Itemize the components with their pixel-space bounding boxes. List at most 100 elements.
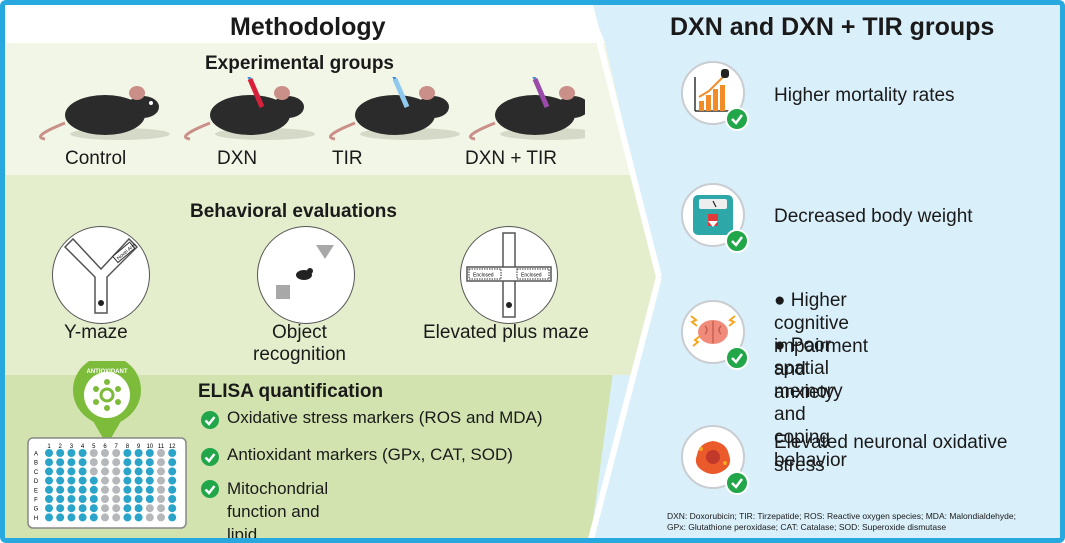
plate-column-label: 2 (59, 444, 63, 450)
plate-well (112, 504, 121, 513)
y-maze-diagram: Novel Arm (52, 226, 150, 324)
plate-well (67, 458, 76, 467)
check-icon (725, 346, 749, 370)
plate-well (168, 504, 177, 513)
plate-well (89, 458, 98, 467)
plate-well (78, 485, 87, 494)
plate-well (56, 467, 65, 476)
plate-column-label: 4 (81, 444, 85, 450)
plate-well (123, 495, 132, 503)
plate-well (134, 476, 143, 485)
mouse-dxn-icon (184, 77, 315, 141)
plate-row-label: G (34, 507, 39, 513)
plate-well (112, 458, 121, 467)
test-label-object-recognition: Object recognition (253, 322, 346, 365)
plate-well (134, 504, 143, 513)
plate-well (78, 504, 87, 513)
brain-icon (690, 315, 736, 347)
plate-well (78, 467, 87, 476)
mouse-tir-icon (329, 77, 460, 141)
plate-well (112, 495, 121, 503)
experimental-groups-band (5, 43, 635, 175)
plate-row-label: D (34, 479, 39, 485)
brain-icon-circle (681, 300, 749, 370)
plate-well (78, 449, 87, 457)
plate-row-label: A (34, 452, 38, 458)
plate-well (145, 476, 154, 485)
experimental-groups-heading: Experimental groups (205, 53, 394, 74)
plate-well (168, 467, 177, 476)
plate-well (89, 504, 98, 513)
plate-well (145, 504, 154, 513)
plate-well (56, 449, 65, 457)
antioxidant-badge-icon: ANTIOXIDANT (73, 361, 141, 445)
plate-column-label: 10 (146, 444, 153, 450)
elisa-item-text: Oxidative stress markers (ROS and MDA) (227, 408, 543, 427)
check-icon (201, 480, 219, 498)
plate-well (67, 513, 76, 522)
plate-well (123, 467, 132, 476)
plate-well (56, 476, 65, 485)
plate-well (89, 476, 98, 485)
elisa-item-text: Antioxidant markers (GPx, CAT, SOD) (227, 445, 513, 464)
plate-well (89, 495, 98, 503)
y-maze-icon: Novel Arm (63, 237, 139, 314)
plate-well (145, 467, 154, 476)
plate-well (168, 458, 177, 467)
check-icon (725, 229, 749, 253)
plate-well (123, 449, 132, 457)
finding-oxidative-stress: Elevated neuronal oxidative stress (774, 432, 1008, 476)
plate-well (112, 485, 121, 494)
plate-well (45, 449, 53, 457)
check-icon (201, 448, 219, 466)
scale-icon-circle (681, 183, 749, 253)
plate-well (157, 495, 165, 503)
group-label-tir: TIR (332, 148, 363, 169)
finding-mortality: Higher mortality rates (774, 85, 955, 106)
plate-well (145, 458, 154, 467)
object-recognition-icon (276, 245, 334, 299)
plate-well (56, 458, 65, 467)
plate-well (56, 495, 65, 503)
plate-well (134, 467, 143, 476)
footnote-line-2: GPx: Glutathione peroxidase; CAT: Catala… (667, 522, 947, 532)
plate-well (45, 513, 53, 522)
plate-column-label: 7 (115, 444, 119, 450)
check-icon (201, 411, 219, 429)
mortality-chart-icon (694, 69, 731, 112)
plate-well (112, 476, 121, 485)
plate-row-label: C (34, 470, 39, 476)
plate-well (123, 504, 132, 513)
plate-well (134, 513, 143, 522)
plate-well (67, 467, 76, 476)
neuron-icon (695, 441, 731, 474)
mice-illustration (39, 77, 585, 141)
plate-column-label: 3 (70, 444, 74, 450)
plate-well (157, 476, 165, 485)
plate-well (56, 513, 65, 522)
plate-well (123, 513, 132, 522)
finding-memory-bullet: ● Poor spatial memory and coping behavio… (774, 335, 847, 471)
plate-well (134, 458, 143, 467)
plate-well (89, 513, 98, 522)
plate-well (67, 504, 76, 513)
plate-well (78, 476, 87, 485)
plate-well (101, 495, 109, 503)
plate-well (56, 485, 65, 494)
plate-column-label: 1 (47, 444, 51, 450)
plate-well (157, 467, 165, 476)
plate-well (168, 449, 177, 457)
plate-well (112, 513, 121, 522)
test-label-elevated-plus-maze: Elevated plus maze (423, 322, 589, 343)
plate-row-label: H (34, 516, 38, 522)
results-title: DXN and DXN + TIR groups (670, 13, 995, 41)
check-icon (725, 107, 749, 131)
plate-column-label: 8 (126, 444, 130, 450)
plate-well (45, 476, 53, 485)
plate-well (157, 485, 165, 494)
plate-well (89, 467, 98, 476)
plate-well (78, 513, 87, 522)
plate-row-label: B (34, 461, 38, 467)
methodology-title: Methodology (230, 13, 386, 41)
plate-well (123, 476, 132, 485)
